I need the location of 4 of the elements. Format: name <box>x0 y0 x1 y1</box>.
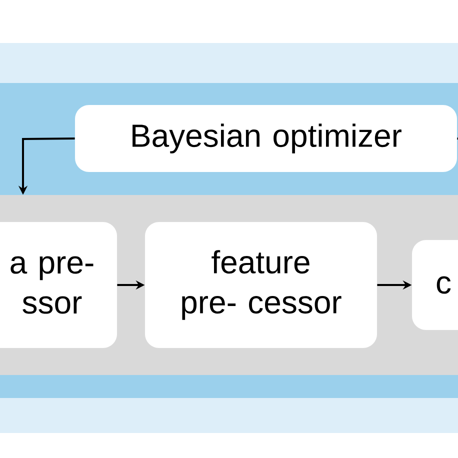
process-box: feature pre- cessor <box>145 222 377 348</box>
process-box: c <box>412 240 458 330</box>
process-box: a pre- ssor <box>0 222 117 348</box>
optimizer-box: Bayesian optimizer <box>75 105 457 172</box>
